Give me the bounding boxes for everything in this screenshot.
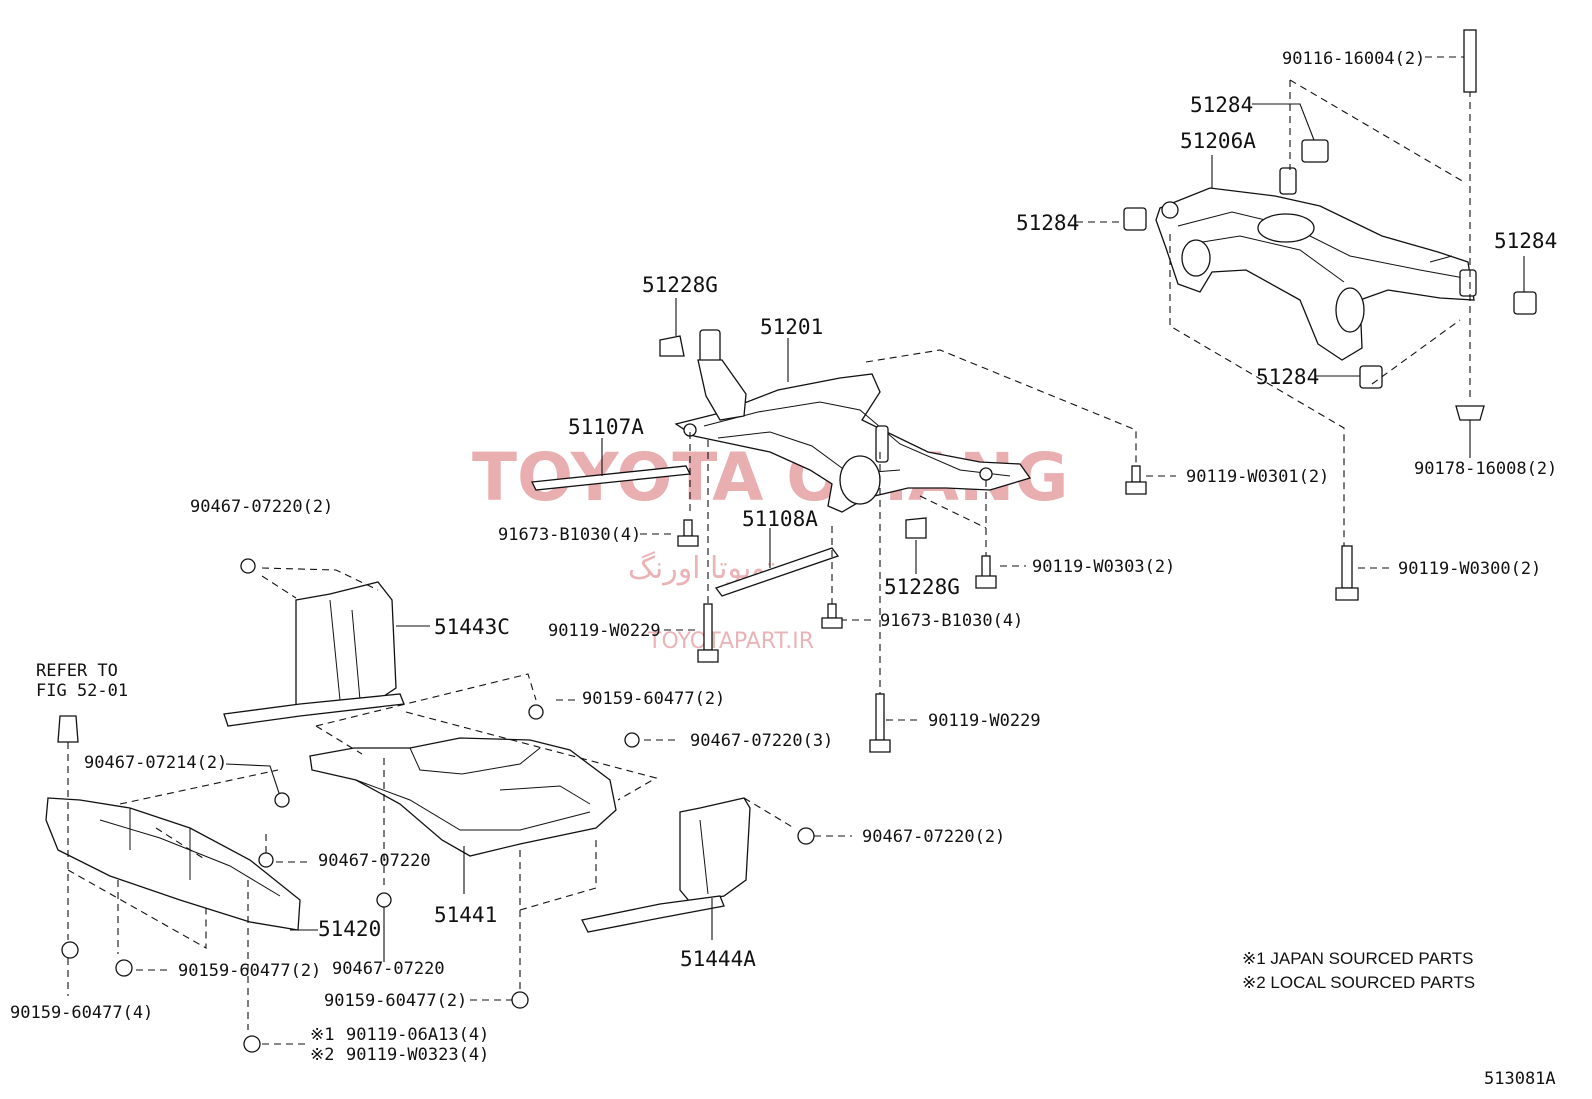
watermark-site: TOYOTAPART.IR: [647, 629, 814, 654]
rear-suspension-member-51206A[interactable]: [1123, 139, 1537, 389]
label-90119-W0301[interactable]: 90119-W0301(2): [1186, 467, 1329, 487]
brace-51108A[interactable]: [714, 547, 840, 597]
label-90119-W0300[interactable]: 90119-W0300(2): [1398, 559, 1541, 579]
label-90159-60477-2c[interactable]: 90159-60477(2): [178, 961, 321, 981]
label-90119-W0229-b[interactable]: 90119-W0229: [928, 711, 1041, 731]
label-51206A[interactable]: 51206A: [1180, 129, 1256, 153]
bolt-90119-W0229-b[interactable]: [875, 693, 885, 741]
bushing-51284-left[interactable]: [1123, 207, 1147, 231]
bolt-91673-right[interactable]: [827, 603, 837, 619]
label-90467-07220-b[interactable]: 90467-07220: [332, 959, 445, 979]
label-90467-07220-3[interactable]: 90467-07220(3): [690, 731, 833, 751]
label-51444A[interactable]: 51444A: [680, 947, 756, 971]
label-51441[interactable]: 51441: [434, 903, 497, 927]
bolt-90119-W0301[interactable]: [1131, 465, 1141, 483]
label-51107A[interactable]: 51107A: [568, 415, 644, 439]
label-51443C[interactable]: 51443C: [434, 615, 510, 639]
label-51284-top[interactable]: 51284: [1190, 93, 1253, 117]
front-suspension-member-51201[interactable]: [659, 329, 1032, 539]
label-90159-60477-2b[interactable]: 90159-60477(2): [324, 991, 467, 1011]
label-51420[interactable]: 51420: [318, 917, 381, 941]
figure-number: 513081A: [1484, 1069, 1556, 1089]
label-51228G-right[interactable]: 51228G: [884, 575, 960, 599]
label-51228G-top[interactable]: 51228G: [642, 273, 718, 297]
clip-90467-07220-3[interactable]: [624, 732, 640, 748]
bolt-90159-60477-a[interactable]: [528, 704, 544, 720]
clip-90467-07220-2b[interactable]: [797, 827, 815, 845]
label-91673-left[interactable]: 91673-B1030(4): [498, 525, 641, 545]
label-90116[interactable]: 90116-16004(2): [1282, 49, 1425, 69]
side-cover-51444A[interactable]: [581, 797, 751, 933]
label-90119-06A13[interactable]: 90119-06A13(4): [346, 1025, 489, 1045]
bushing-51284-right[interactable]: [1513, 291, 1537, 315]
clip-refer[interactable]: [57, 715, 79, 743]
bolt-90119-W0300[interactable]: [1341, 545, 1353, 589]
bolt-90119-W0229-a[interactable]: [703, 603, 713, 651]
clip-90467-07220-a[interactable]: [258, 852, 274, 868]
nut-90178[interactable]: [1455, 405, 1485, 421]
note-japan: ※1 JAPAN SOURCED PARTS: [1242, 949, 1474, 968]
bushing-51228G-right[interactable]: [905, 517, 927, 539]
label-90119-W0323[interactable]: 90119-W0323(4): [346, 1045, 489, 1065]
side-cover-51443C[interactable]: [223, 558, 405, 727]
label-90119-W0229-a[interactable]: 90119-W0229: [548, 621, 661, 641]
bolt-90159-60477-4[interactable]: [61, 941, 79, 959]
refer-line2[interactable]: FIG 52-01: [36, 681, 128, 701]
bolt-90119-06A13[interactable]: [243, 1035, 261, 1053]
part-labels: 90116-16004(2) 51284 51206A 51284 51284 …: [10, 49, 1557, 1089]
label-90159-60477-4[interactable]: 90159-60477(4): [10, 1003, 153, 1023]
clip-90467-07220-b[interactable]: [376, 892, 392, 908]
bushing-51284-top[interactable]: [1301, 139, 1329, 163]
clip-90467-07214[interactable]: [274, 792, 290, 808]
clip-90467-07220-left[interactable]: [240, 558, 256, 574]
bolt-90159-60477-2c[interactable]: [115, 959, 133, 977]
label-90467-07214[interactable]: 90467-07214(2): [84, 753, 227, 773]
label-90467-07220-2b[interactable]: 90467-07220(2): [862, 827, 1005, 847]
engine-under-cover-51441[interactable]: [309, 737, 617, 857]
label-51108A[interactable]: 51108A: [742, 507, 818, 531]
label-51284-right[interactable]: 51284: [1494, 229, 1557, 253]
label-90467-07220-a[interactable]: 90467-07220: [318, 851, 431, 871]
refer-line1[interactable]: REFER TO: [36, 661, 118, 681]
leaders-covers: [57, 567, 852, 1053]
label-51284-bottom[interactable]: 51284: [1256, 365, 1319, 389]
bolt-90159-60477-2b[interactable]: [511, 991, 529, 1009]
label-90159-60477-2a[interactable]: 90159-60477(2): [582, 689, 725, 709]
label-90178[interactable]: 90178-16008(2): [1414, 459, 1557, 479]
label-local-mark: ※2: [310, 1045, 334, 1065]
leaders-front-member: [601, 298, 1176, 753]
bolt-91673-left[interactable]: [683, 519, 693, 537]
label-japan-mark: ※1: [310, 1025, 334, 1045]
bushing-51284-bottom[interactable]: [1359, 365, 1383, 389]
bushing-51228G-top[interactable]: [659, 335, 685, 357]
label-90119-W0303[interactable]: 90119-W0303(2): [1032, 557, 1175, 577]
label-51284-left[interactable]: 51284: [1016, 211, 1079, 235]
bolt-90116[interactable]: [1463, 29, 1477, 93]
leaders-rear-member: [1076, 29, 1525, 601]
label-51201[interactable]: 51201: [760, 315, 823, 339]
label-91673-right[interactable]: 91673-B1030(4): [880, 611, 1023, 631]
note-local: ※2 LOCAL SOURCED PARTS: [1242, 973, 1475, 992]
label-90467-07220-2a[interactable]: 90467-07220(2): [190, 497, 333, 517]
